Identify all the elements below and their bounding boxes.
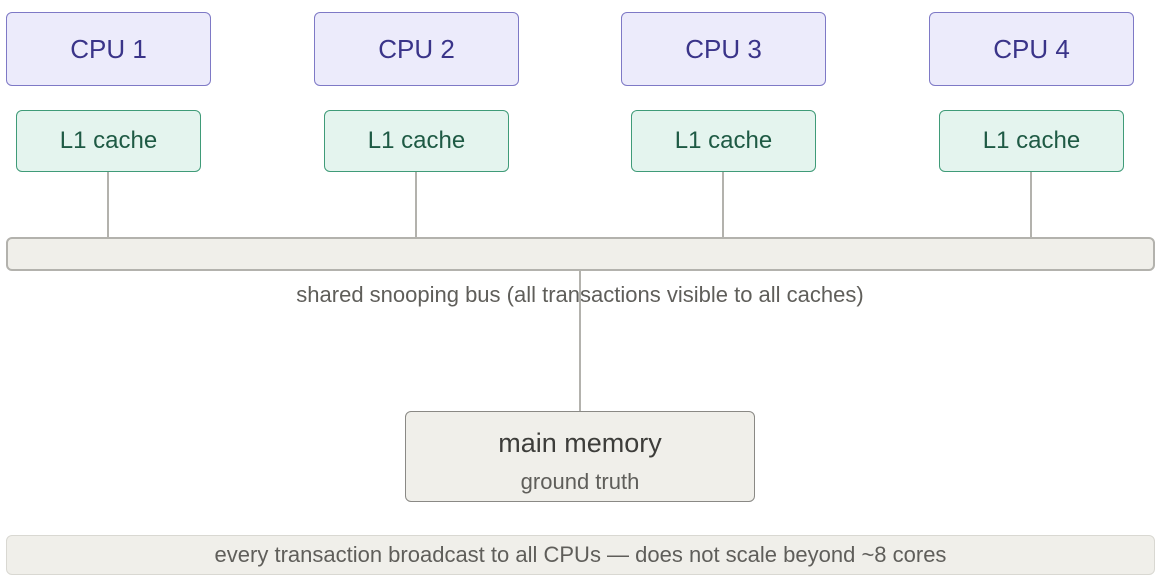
- shared-snooping-bus: [6, 237, 1155, 271]
- main-memory-subtitle: ground truth: [520, 469, 640, 494]
- cpu-4-l1-cache: L1 cache: [939, 110, 1124, 172]
- scalability-note: every transaction broadcast to all CPUs …: [6, 535, 1155, 575]
- cache-4-bus-connector: [1030, 172, 1032, 238]
- main-memory-title: main memory: [498, 428, 662, 458]
- cpu-1-box: CPU 1: [6, 12, 211, 86]
- cpu-2-box: CPU 2: [314, 12, 519, 86]
- bus-memory-connector: [579, 271, 581, 412]
- cpu-3-box: CPU 3: [621, 12, 826, 86]
- cache-1-bus-connector: [107, 172, 109, 238]
- cache-3-bus-connector: [722, 172, 724, 238]
- cache-2-bus-connector: [415, 172, 417, 238]
- cpu-4-box: CPU 4: [929, 12, 1134, 86]
- cpu-3-l1-cache: L1 cache: [631, 110, 816, 172]
- cpu-1-l1-cache: L1 cache: [16, 110, 201, 172]
- cpu-2-l1-cache: L1 cache: [324, 110, 509, 172]
- main-memory-box: main memory ground truth: [405, 411, 755, 502]
